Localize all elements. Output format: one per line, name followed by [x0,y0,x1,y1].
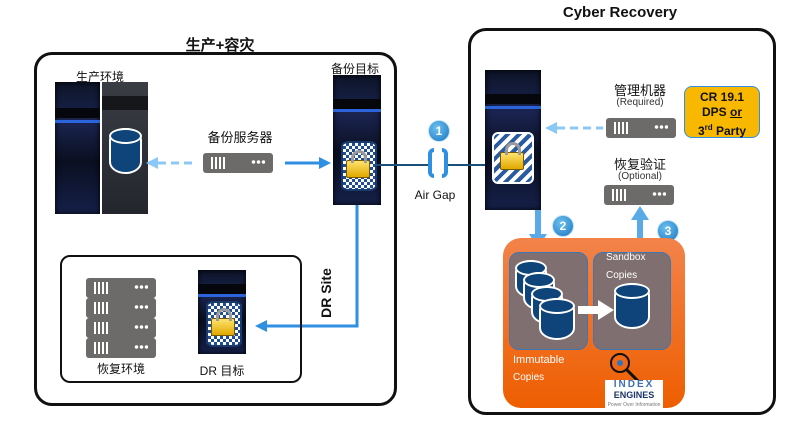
dr-site-label: DR Site [318,268,334,318]
production-label: 生产环境 [75,70,124,84]
product-line-1: CR 19.1 [699,90,745,104]
production-dr-panel [34,52,397,406]
recovery-server-1 [86,278,156,298]
product-line-3: 3rd Party [697,123,747,138]
product-line-2: DPS or [701,105,742,119]
management-label: 管理机器 [613,83,666,98]
backup-arrow [285,157,331,169]
verification-server-icon [604,185,674,205]
cyber-lock-icon [500,142,524,170]
dr-replication-arrow [255,205,359,332]
product-box: CR 19.1 DPS or 3rd Party [684,86,760,138]
recovery-server-3 [86,318,156,338]
index-engines-logo: INDEX ENGINES Power Over Information [605,380,663,408]
step-1-badge: 1 [428,120,450,142]
immutable-label-1: Immutable [513,354,565,366]
sandbox-copy [614,283,650,329]
air-gap-bracket-left [428,148,434,178]
immutable-label-2: Copies [513,372,545,383]
immutable-copy-4 [539,298,575,340]
left-panel-title: 生产+容灾 [185,37,255,54]
production-database-icon [109,128,142,174]
right-panel-title: Cyber Recovery [562,4,678,21]
backup-server-label: 备份服务器 [207,130,273,145]
verification-label: 恢复验证 [613,157,666,172]
restore-dashed-arrow [146,157,194,169]
index-engines-magnifier-icon [610,353,640,383]
dr-lock-icon [211,308,235,336]
recovery-env-label: 恢复环境 [96,362,145,376]
dr-site-panel [60,255,302,383]
dr-target-label: DR 目标 [199,364,245,378]
management-server-icon [606,118,676,138]
cyber-recovery-panel [468,28,776,415]
air-gap-bracket-right [442,148,448,178]
copy-to-sandbox-arrow [578,300,614,320]
sandbox-label-2: Copies [606,270,638,281]
lock-icon [346,150,370,178]
backup-server-icon [203,153,273,173]
air-gap-label: Air Gap [414,188,456,202]
sandbox-label-1: Sandbox [606,252,646,263]
recovery-server-2 [86,298,156,318]
backup-target-label: 备份目标 [330,62,379,76]
recovery-server-4 [86,338,156,358]
step-2-badge: 2 [552,215,574,237]
management-note: (Required) [616,97,664,108]
management-dashed-arrow [545,122,603,134]
production-storage-rack [55,82,100,214]
verification-note: (Optional) [618,171,662,182]
replication-line [375,161,500,169]
